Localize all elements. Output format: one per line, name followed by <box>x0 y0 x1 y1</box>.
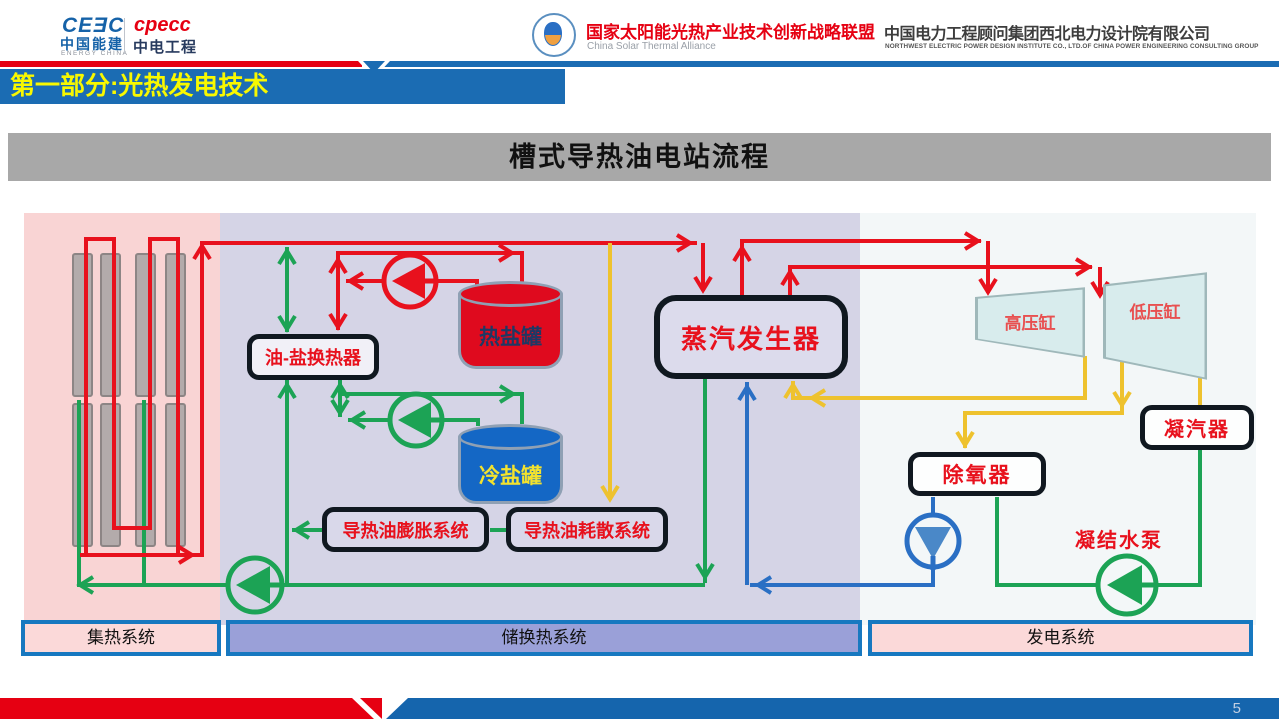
footer-red-bar <box>0 698 374 719</box>
lp-turbine: 低压缸 <box>1103 270 1207 382</box>
collector-tube <box>165 253 186 397</box>
cpecc-logo: cpecc <box>134 14 191 36</box>
divider-red <box>0 61 362 67</box>
section-label-storage-text: 储换热系统 <box>501 628 587 647</box>
oil-expansion-box: 导热油膨胀系统 <box>322 507 489 552</box>
hot-salt-tank-top <box>458 281 563 307</box>
deaerator-label: 除氧器 <box>942 464 1012 487</box>
condenser-box: 凝汽器 <box>1140 405 1254 450</box>
alliance-name-en: China Solar Thermal Alliance <box>587 41 716 52</box>
hp-turbine-label: 高压缸 <box>1004 314 1056 333</box>
oil-dissipation-box: 导热油耗散系统 <box>506 507 668 552</box>
alliance-name: 国家太阳能光热产业技术创新战略联盟 <box>586 23 875 42</box>
section-banner-title: 第一部分:光热发电技术 <box>10 72 269 100</box>
section-label-power-text: 发电系统 <box>1026 628 1095 647</box>
company-name: 中国电力工程顾问集团西北电力设计院有限公司 <box>884 26 1210 43</box>
divider-blue <box>374 61 1279 67</box>
section-label-collector-text: 集热系统 <box>87 628 155 647</box>
section-label-storage: 储换热系统 <box>226 620 862 656</box>
oil-salt-exchanger-box: 油-盐换热器 <box>247 334 379 380</box>
oil-salt-exchanger-label: 油-盐换热器 <box>265 348 361 368</box>
deaerator-box: 除氧器 <box>908 452 1046 496</box>
oil-dissipation-label: 导热油耗散系统 <box>524 520 650 541</box>
cpecc-logo-chinese: 中电工程 <box>133 39 198 56</box>
alliance-logo-glyph <box>544 22 562 46</box>
lp-turbine-fill <box>1105 274 1205 378</box>
company-name-en: NORTHWEST ELECTRIC POWER DESIGN INSTITUT… <box>885 43 1259 50</box>
section-label-power: 发电系统 <box>868 620 1253 656</box>
collector-tube <box>135 403 156 547</box>
collector-tube <box>135 253 156 397</box>
hp-turbine: 高压缸 <box>975 285 1085 360</box>
cold-salt-tank: 冷盐罐 <box>458 424 563 504</box>
region-collector <box>24 213 220 625</box>
oil-expansion-label: 导热油膨胀系统 <box>342 520 469 541</box>
hot-salt-tank-label: 热盐罐 <box>479 326 542 349</box>
collector-tube <box>165 403 186 547</box>
header: CEƎC 中国能建 ENERGY CHINA cpecc 中电工程 国家太阳能光… <box>0 0 1279 60</box>
region-storage <box>220 213 860 625</box>
condenser-label: 凝汽器 <box>1164 419 1230 441</box>
section-label-collector: 集热系统 <box>21 620 221 656</box>
section-banner: 第一部分:光热发电技术 <box>0 69 565 104</box>
collector-tube <box>72 253 93 397</box>
cold-salt-tank-top <box>458 424 563 450</box>
collector-tube <box>72 403 93 547</box>
page-number: 5 <box>1232 700 1241 717</box>
collector-tube <box>100 253 121 397</box>
footer-blue-bar <box>386 698 1279 719</box>
ceec-logo: CEƎC <box>62 14 125 37</box>
footer: 5 <box>0 698 1279 719</box>
slide-title: 槽式导热油电站流程 <box>8 133 1271 181</box>
steam-generator-box: 蒸汽发生器 <box>654 295 848 379</box>
logo-divider <box>124 18 125 54</box>
ceec-logo-caption: ENERGY CHINA <box>61 50 129 57</box>
steam-generator-label: 蒸汽发生器 <box>680 323 821 354</box>
hot-salt-tank: 热盐罐 <box>458 281 563 369</box>
condensate-pump-label: 凝结水泵 <box>1075 530 1163 552</box>
ceec-logo-chinese: 中国能建 <box>60 36 124 52</box>
alliance-logo-icon <box>532 13 576 57</box>
lp-turbine-label: 低压缸 <box>1129 303 1181 322</box>
cold-salt-tank-label: 冷盐罐 <box>479 465 542 488</box>
collector-tube <box>100 403 121 547</box>
